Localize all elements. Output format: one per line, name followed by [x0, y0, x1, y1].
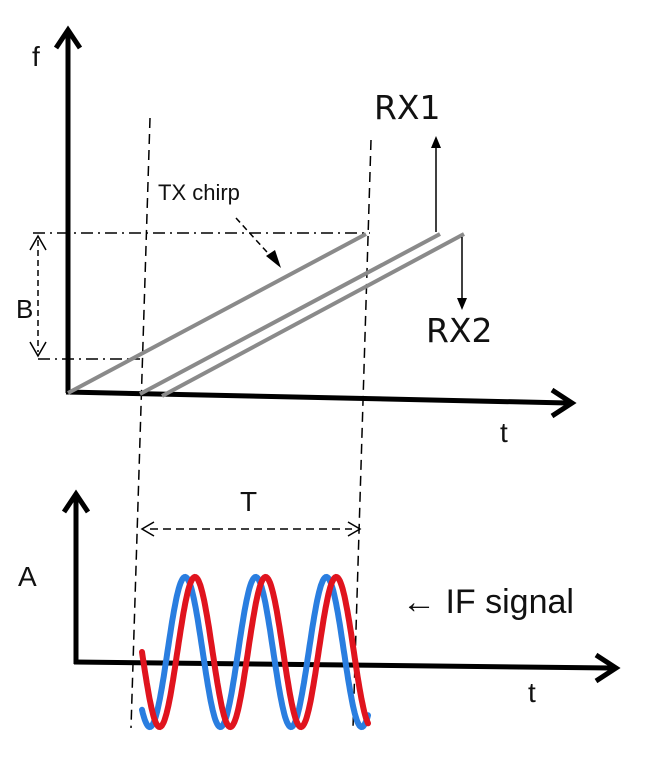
bottom-x-axis-arrowhead — [594, 652, 621, 684]
rx2-label: RX2 — [426, 311, 493, 350]
period-arrow-left-head — [140, 521, 155, 537]
bandwidth-arrow-top-head — [29, 234, 47, 251]
bandwidth-label: B — [16, 294, 33, 324]
period-arrow-right-head — [347, 521, 362, 537]
bottom-y-axis-label: A — [18, 561, 37, 592]
if-signal-red-wave — [139, 573, 371, 731]
top-x-axis-arrowhead — [550, 387, 577, 419]
top-y-axis-label: f — [32, 41, 40, 72]
rx1-arrow-head — [431, 136, 441, 148]
top-x-axis-label: t — [500, 417, 508, 448]
left-time-guide — [130, 117, 151, 729]
tx-chirp-pointer-head — [266, 250, 281, 268]
right-time-guide — [352, 139, 372, 729]
if-signal-label: ← IF signal — [402, 583, 574, 621]
bottom-x-axis-label: t — [528, 677, 536, 708]
tx-chirp-line — [67, 232, 367, 395]
top-x-axis — [65, 389, 569, 406]
rx1-chirp-line — [139, 232, 441, 396]
tx-chirp-label: TX chirp — [158, 180, 240, 205]
top-y-axis-arrowhead — [53, 25, 83, 50]
rx1-label: RX1 — [374, 88, 441, 127]
rx2-arrow-head — [457, 298, 467, 310]
period-label: T — [240, 486, 257, 517]
bandwidth-arrow-bottom-head — [29, 341, 47, 358]
rx2-chirp-line — [161, 232, 465, 398]
bottom-y-axis-arrowhead — [61, 489, 91, 514]
